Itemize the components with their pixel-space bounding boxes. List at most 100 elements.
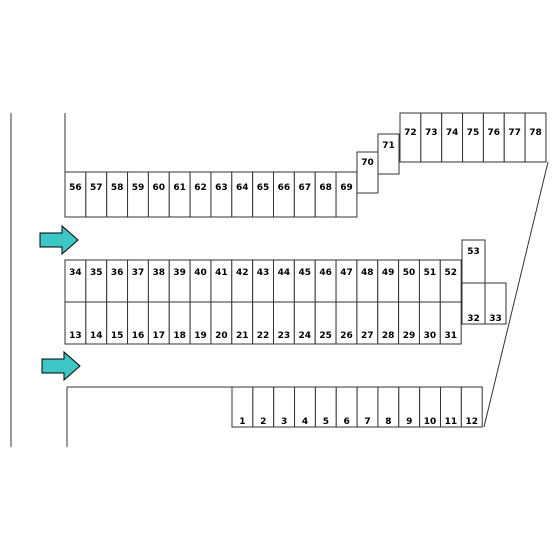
parking-space-box [439,301,462,345]
parking-space-box [335,171,358,218]
parking-space: 38 [147,259,170,303]
parking-space: 40 [189,259,212,303]
parking-space: 46 [314,259,337,303]
parking-space-box [127,171,149,218]
parking-space-number: 21 [236,331,249,341]
parking-space: 6 [335,386,358,428]
parking-space-number: 22 [257,331,270,341]
parking-space: 44 [273,259,295,303]
parking-space-box [484,282,507,325]
parking-space-number: 45 [299,268,312,278]
parking-space: 24 [293,301,316,345]
parking-space-number: 68 [319,183,332,193]
parking-space: 34 [64,259,87,303]
right-arrow-icon [41,350,81,382]
parking-space-box [168,171,191,218]
parking-space: 26 [335,301,358,345]
parking-space-number: 74 [446,128,459,138]
parking-space-box [85,171,108,218]
parking-space: 1 [231,386,254,428]
parking-space: 18 [168,301,191,345]
parking-space-number: 73 [425,128,438,138]
parking-space-number: 4 [302,417,308,427]
parking-space: 61 [168,171,191,218]
parking-space-number: 35 [90,268,103,278]
parking-space-box [314,171,337,218]
parking-space-number: 32 [467,314,480,324]
parking-space-number: 9 [406,417,412,427]
parking-space-box [106,171,129,218]
parking-space: 75 [462,112,484,163]
parking-space-box [418,259,441,303]
parking-space: 3 [273,386,296,428]
parking-space-number: 78 [529,128,542,138]
parking-space: 9 [398,386,421,428]
parking-space-number: 42 [236,268,249,278]
parking-space-number: 59 [132,183,145,193]
parking-space: 57 [85,171,108,218]
parking-space-number: 5 [323,417,329,427]
parking-space-number: 30 [424,331,437,341]
parking-space-box [189,259,212,303]
parking-space: 29 [398,301,420,345]
right-arrow-icon [39,224,79,256]
parking-space-number: 34 [69,268,82,278]
parking-space-box [524,112,547,163]
parking-space-number: 49 [382,268,395,278]
parking-space-number: 7 [364,417,370,427]
parking-space-number: 37 [132,268,145,278]
parking-space: 67 [293,171,316,218]
parking-space: 50 [398,259,420,303]
parking-space: 47 [335,259,358,303]
parking-space-box [439,259,462,303]
parking-space: 63 [210,171,233,218]
parking-space-number: 67 [299,183,312,193]
parking-space: 43 [252,259,274,303]
parking-space: 36 [106,259,129,303]
parking-space: 7 [356,386,379,428]
parking-space: 10 [419,386,441,428]
parking-space: 45 [293,259,316,303]
parking-space: 31 [439,301,462,345]
parking-space: 77 [503,112,526,163]
parking-space: 49 [377,259,400,303]
parking-space: 39 [168,259,191,303]
parking-space-box [210,171,233,218]
parking-space-box [210,259,233,303]
parking-space-number: 17 [153,331,166,341]
parking-space-box [293,259,316,303]
parking-space: 59 [127,171,149,218]
parking-space: 12 [460,386,483,428]
parking-space-box [147,171,170,218]
parking-space-number: 71 [382,141,395,151]
parking-space-number: 56 [69,183,82,193]
parking-space-box [64,171,87,218]
parking-space: 48 [356,259,379,303]
parking-space-number: 26 [340,331,353,341]
parking-space: 4 [294,386,316,428]
parking-space-box [252,171,274,218]
parking-space-box [189,171,212,218]
parking-space: 16 [127,301,149,345]
parking-space: 30 [418,301,441,345]
parking-space: 2 [252,386,275,428]
parking-space: 73 [420,112,443,163]
parking-space-number: 66 [278,183,291,193]
parking-space: 11 [440,386,462,428]
parking-space: 17 [147,301,170,345]
parking-space-number: 57 [90,183,103,193]
parking-space-number: 61 [173,183,186,193]
parking-space-box [356,259,379,303]
parking-space: 27 [356,301,379,345]
parking-space: 68 [314,171,337,218]
parking-space: 28 [377,301,400,345]
parking-space-number: 39 [173,268,186,278]
parking-space-box [335,259,358,303]
parking-space: 21 [231,301,254,345]
parking-space-number: 70 [361,158,374,168]
parking-space-number: 11 [445,417,458,427]
parking-space: 60 [147,171,170,218]
right-diagonal-boundary [483,161,549,428]
parking-space-number: 48 [361,268,374,278]
parking-space-box [314,259,337,303]
